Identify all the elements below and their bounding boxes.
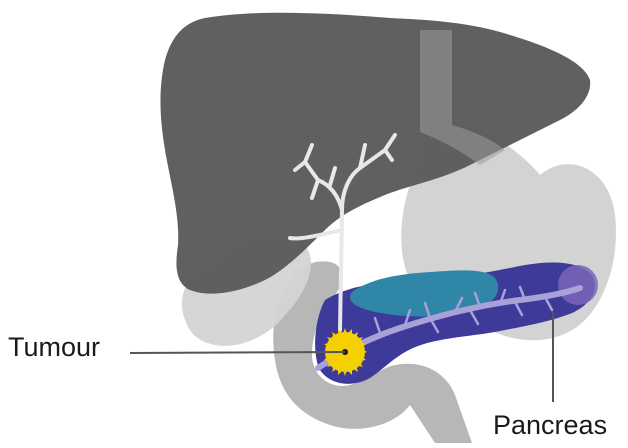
- pancreas-tail: [558, 265, 598, 305]
- tumour-leader-line: [130, 352, 345, 353]
- tumour-label: Tumour: [8, 334, 100, 361]
- pancreas-label: Pancreas: [493, 412, 607, 439]
